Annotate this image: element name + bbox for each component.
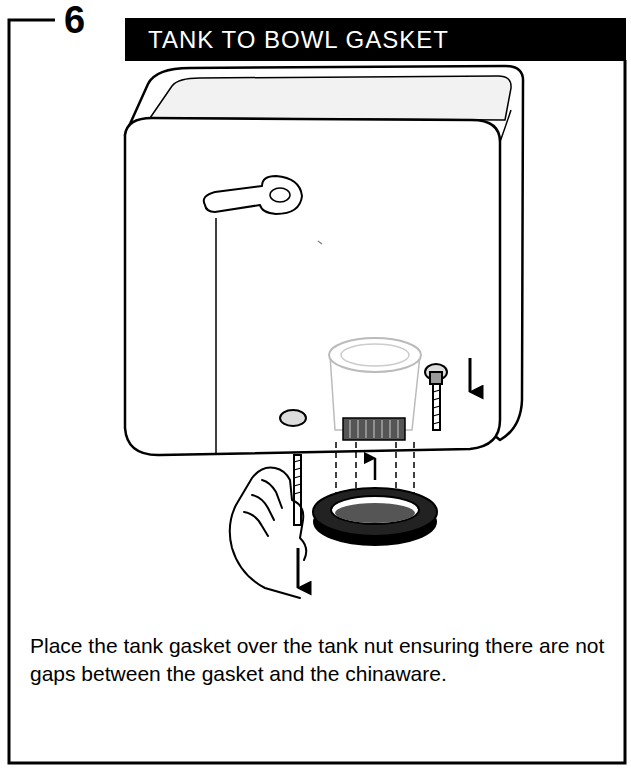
down-arrow xyxy=(469,358,472,392)
down-arrow xyxy=(297,548,300,588)
toilet-tank xyxy=(125,66,523,455)
frame xyxy=(9,20,625,763)
hand xyxy=(230,467,307,598)
up-arrow xyxy=(374,458,377,480)
gasket xyxy=(313,488,437,546)
instruction-caption: Place the tank gasket over the tank nut … xyxy=(30,632,608,688)
flush-valve xyxy=(329,338,421,440)
step-title: TANK TO BOWL GASKET xyxy=(148,25,449,55)
step-number: 6 xyxy=(64,0,85,40)
